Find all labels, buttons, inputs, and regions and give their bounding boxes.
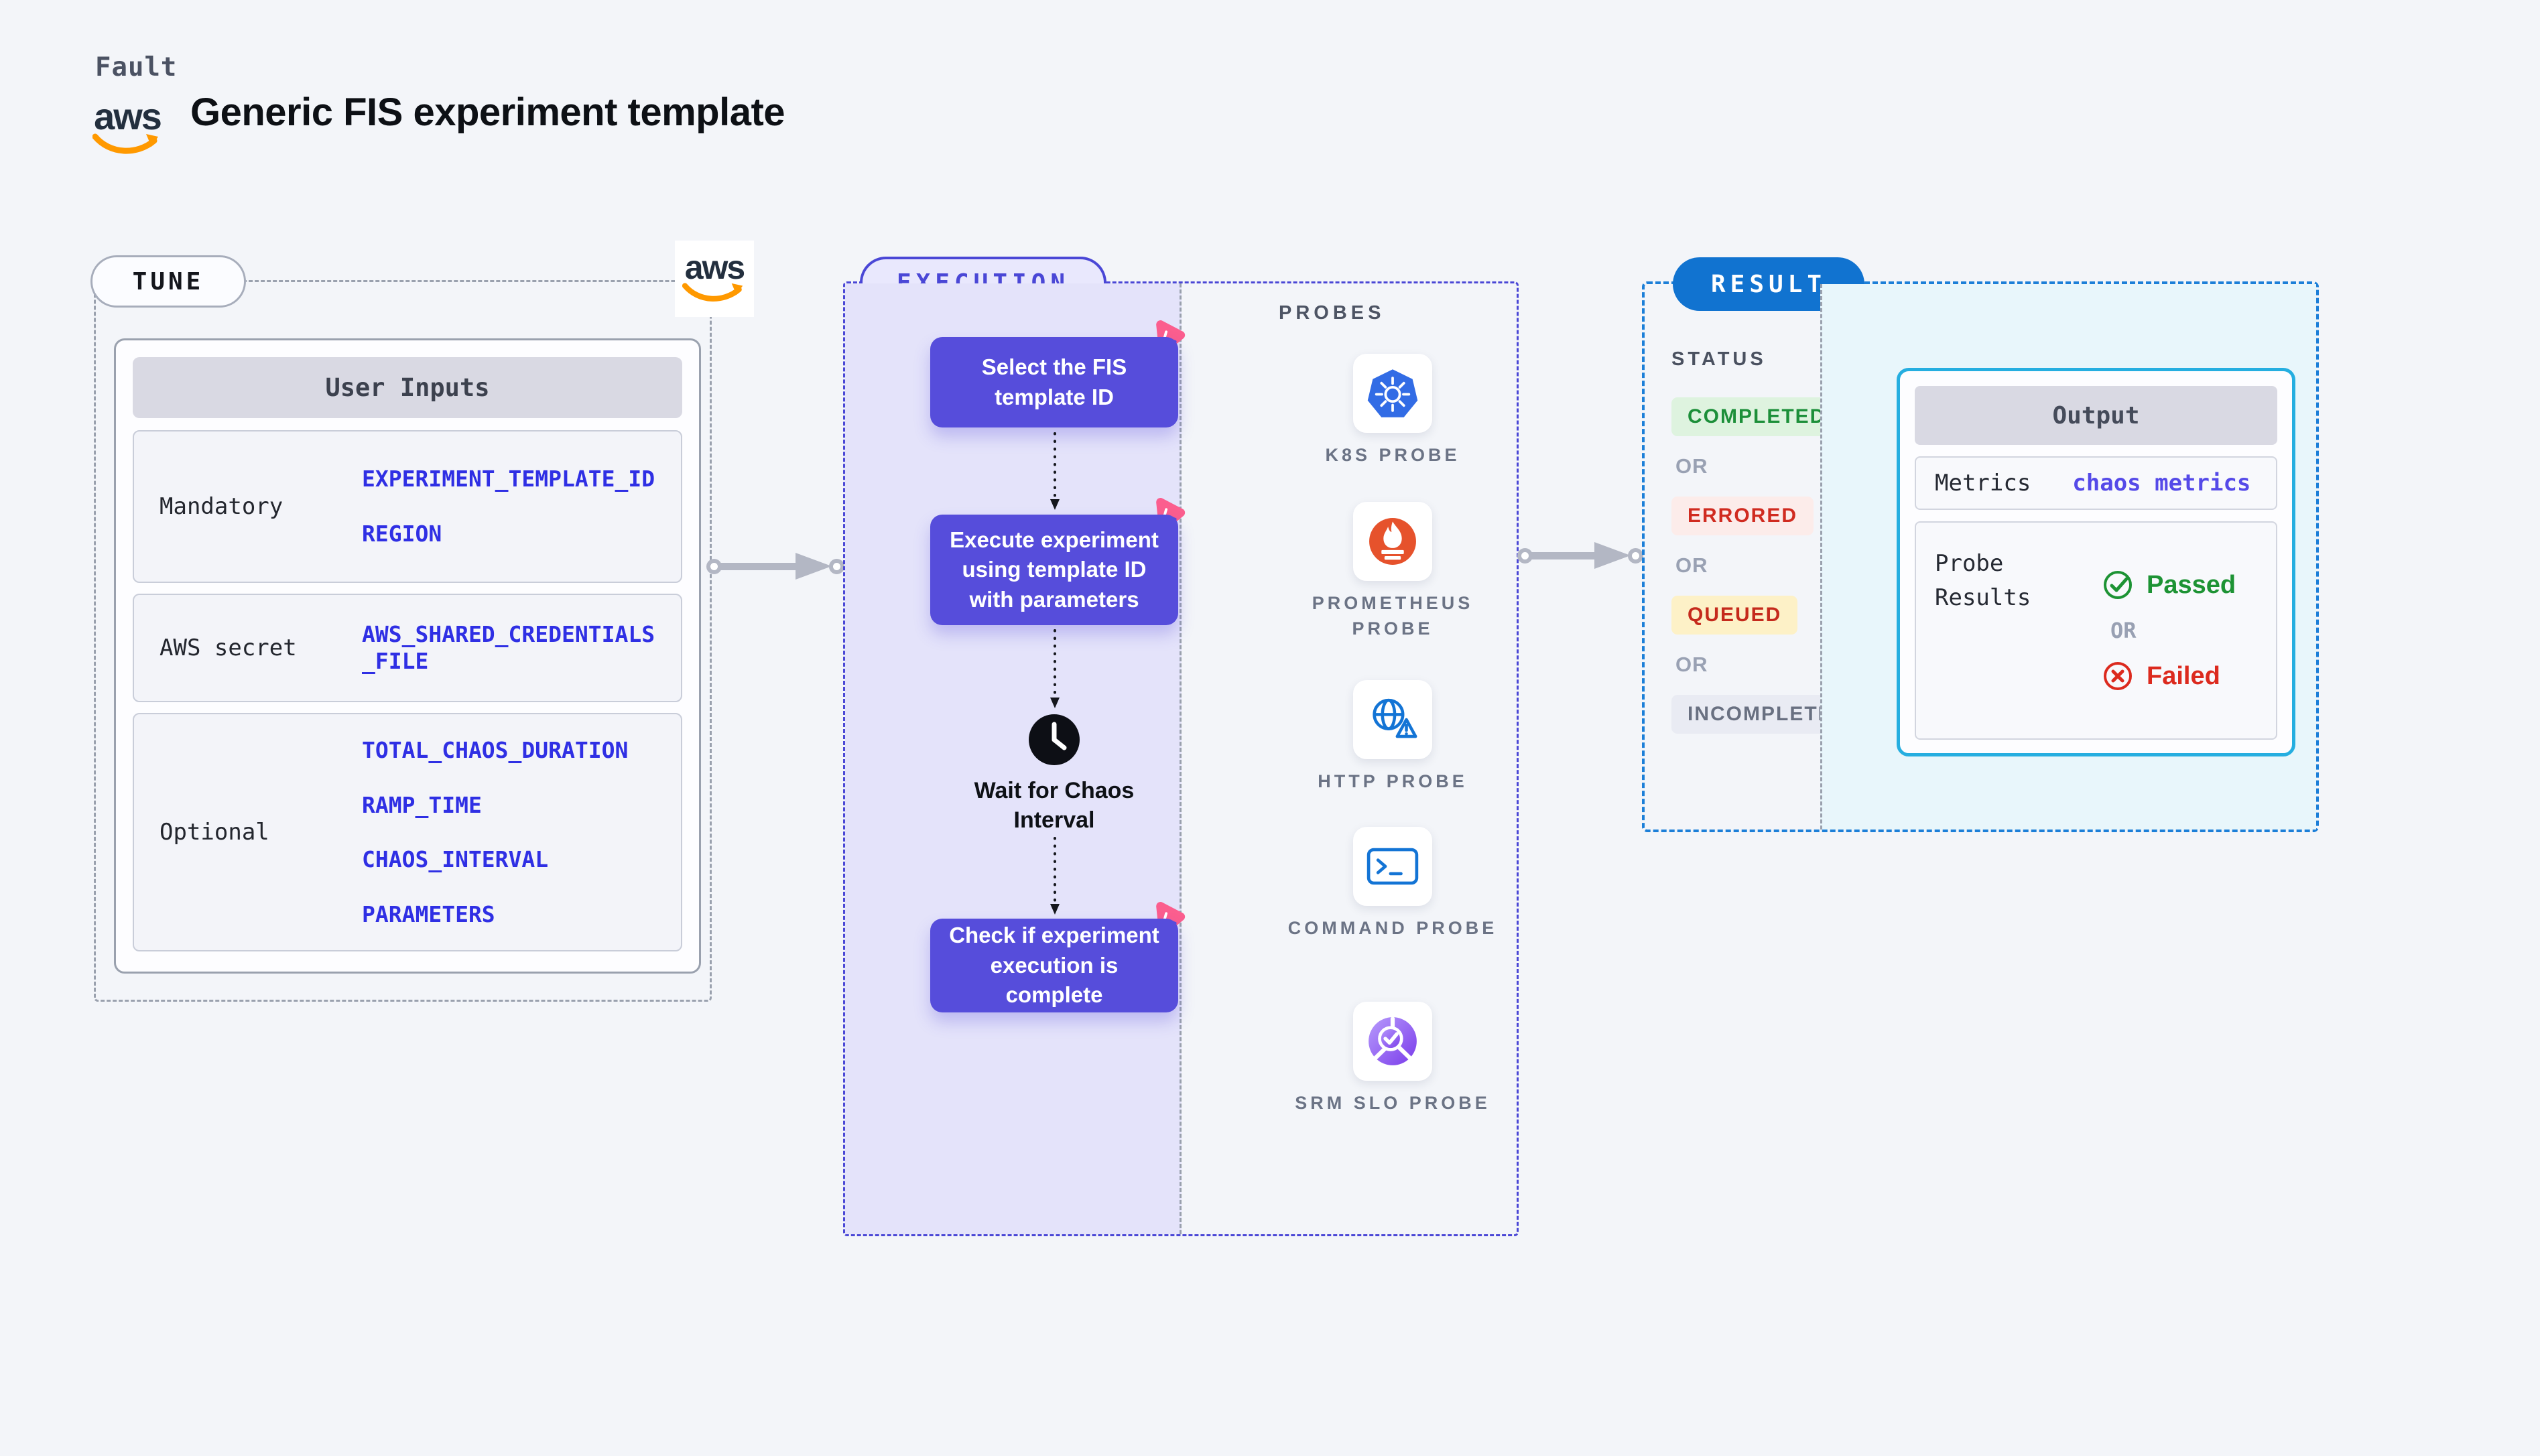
row-label: AWS secret <box>160 635 297 661</box>
probe-label: COMMAND PROBE <box>1287 918 1498 938</box>
step-label: Select the FIS template ID <box>981 354 1127 409</box>
arrowhead-icon <box>1594 542 1631 569</box>
dotted-connector-down-icon <box>1050 629 1060 708</box>
check-circle-icon <box>2104 571 2132 599</box>
execution-flow-panel: Select the FIS template ID Execute exper… <box>845 283 1186 1234</box>
aws-smile-icon <box>682 283 743 302</box>
metrics-label: Metrics <box>1935 469 2031 497</box>
clock-icon <box>1029 714 1080 765</box>
status-title: STATUS <box>1671 348 1767 370</box>
step-execute-experiment: Execute experiment using template ID wit… <box>930 515 1178 625</box>
failed-verdict: Failed <box>2102 661 2220 691</box>
or-label: OR <box>2110 618 2137 643</box>
connector-endpoint-icon <box>1628 547 1643 564</box>
output-card: Output Metrics chaos metrics Probe Resul… <box>1897 368 2295 756</box>
step-label: Check if experiment execution is complet… <box>949 923 1159 1008</box>
probe-card <box>1353 680 1432 759</box>
status-badge-queued: QUEUED <box>1671 596 1798 635</box>
aws-smile-icon <box>92 133 158 154</box>
table-row-aws-secret: AWS secret AWS_SHARED_CREDENTIALS _FILE <box>133 594 682 702</box>
connector-line <box>720 562 798 570</box>
probes-panel: PROBES K8S PROBE <box>1182 283 1517 1234</box>
env-var: CHAOS_INTERVAL <box>362 846 549 873</box>
probes-title: PROBES <box>1279 302 1385 324</box>
chaos-metrics-link: chaos metrics <box>2072 470 2251 497</box>
connector-endpoint-icon <box>829 558 844 574</box>
table-row-mandatory: Mandatory EXPERIMENT_TEMPLATE_ID REGION <box>133 430 682 583</box>
probe-card <box>1353 354 1432 433</box>
env-var: REGION <box>362 521 442 547</box>
prometheus-icon <box>1369 518 1416 565</box>
fault-category-label: Fault <box>95 52 178 82</box>
globe-warning-icon <box>1373 698 1417 738</box>
probe-results-row: Probe Results Passed OR <box>1915 521 2277 740</box>
user-inputs-table: User Inputs Mandatory EXPERIMENT_TEMPLAT… <box>114 338 701 974</box>
arrowhead-icon <box>796 553 832 580</box>
step-check-complete: Check if experiment execution is complet… <box>930 919 1178 1012</box>
probe-card <box>1353 1002 1432 1081</box>
execution-section: EXECUTION Select the FIS template ID <box>843 257 1519 1236</box>
probe-card <box>1353 827 1432 906</box>
user-inputs-header: User Inputs <box>133 357 682 418</box>
tune-pill: TUNE <box>90 255 246 308</box>
step-select-template: Select the FIS template ID <box>930 337 1178 427</box>
probe-label: SRM SLO PROBE <box>1295 1093 1490 1113</box>
connector-arrow-tune-to-execution <box>706 553 844 580</box>
probe-results-label: Probe Results <box>1935 550 2031 611</box>
connector-arrow-execution-to-result <box>1517 542 1643 569</box>
probe-label: HTTP PROBE <box>1318 771 1468 791</box>
or-label: OR <box>1675 454 1708 478</box>
failed-label: Failed <box>2147 661 2220 690</box>
tune-section: TUNE aws User Inputs Mandatory EXPERIMEN… <box>90 241 754 1002</box>
or-label: OR <box>1675 553 1708 577</box>
aws-wordmark: aws <box>94 95 162 137</box>
page-title: Generic FIS experiment template <box>190 90 785 134</box>
passed-label: Passed <box>2147 570 2236 599</box>
dotted-connector-down-icon <box>1050 432 1060 510</box>
row-label: Optional <box>160 819 269 846</box>
result-output-panel: Output Metrics chaos metrics Probe Resul… <box>1820 284 2316 830</box>
output-header: Output <box>1915 386 2277 445</box>
table-row-optional: Optional TOTAL_CHAOS_DURATION RAMP_TIME … <box>133 713 682 952</box>
connector-line <box>1531 551 1596 559</box>
env-var: RAMP_TIME <box>362 791 482 818</box>
passed-verdict: Passed <box>2102 570 2236 600</box>
probe-label: K8S PROBE <box>1325 445 1460 465</box>
x-circle-icon <box>2104 662 2132 690</box>
step-label: Execute experiment using template ID wit… <box>950 527 1159 612</box>
env-var: TOTAL_CHAOS_DURATION <box>362 737 629 763</box>
probe-k8s: K8S PROBE <box>1279 354 1507 468</box>
probe-card <box>1353 502 1432 581</box>
aws-logo: aws <box>675 241 754 317</box>
kubernetes-icon <box>1367 369 1418 417</box>
aws-logo: aws <box>88 95 166 157</box>
probe-label: PROMETHEUS PROBE <box>1312 593 1474 639</box>
env-var: PARAMETERS <box>362 901 495 927</box>
aws-wordmark: aws <box>684 249 746 287</box>
metrics-row: Metrics chaos metrics <box>1915 456 2277 510</box>
result-section: RESULT STATUS COMPLETED OR ERRORED OR QU… <box>1642 257 2319 832</box>
env-var: EXPERIMENT_TEMPLATE_ID <box>362 466 655 492</box>
env-var: AWS_SHARED_CREDENTIALS _FILE <box>362 621 655 674</box>
probe-srm-slo: SRM SLO PROBE <box>1279 1002 1507 1116</box>
status-column: STATUS COMPLETED OR ERRORED OR QUEUED OR… <box>1645 284 1865 830</box>
status-badge-errored: ERRORED <box>1671 497 1814 535</box>
or-label: OR <box>1675 653 1708 676</box>
probe-prometheus: PROMETHEUS PROBE <box>1279 502 1507 642</box>
probe-command: COMMAND PROBE <box>1279 827 1507 941</box>
dotted-connector-down-icon <box>1050 837 1060 915</box>
terminal-icon <box>1367 848 1419 885</box>
row-label: Mandatory <box>160 493 283 520</box>
slo-pie-check-icon <box>1369 1016 1417 1065</box>
status-badge-completed: COMPLETED <box>1671 397 1842 436</box>
wait-step-label: Wait for Chaos Interval <box>974 778 1135 834</box>
probe-http: HTTP PROBE <box>1279 680 1507 795</box>
